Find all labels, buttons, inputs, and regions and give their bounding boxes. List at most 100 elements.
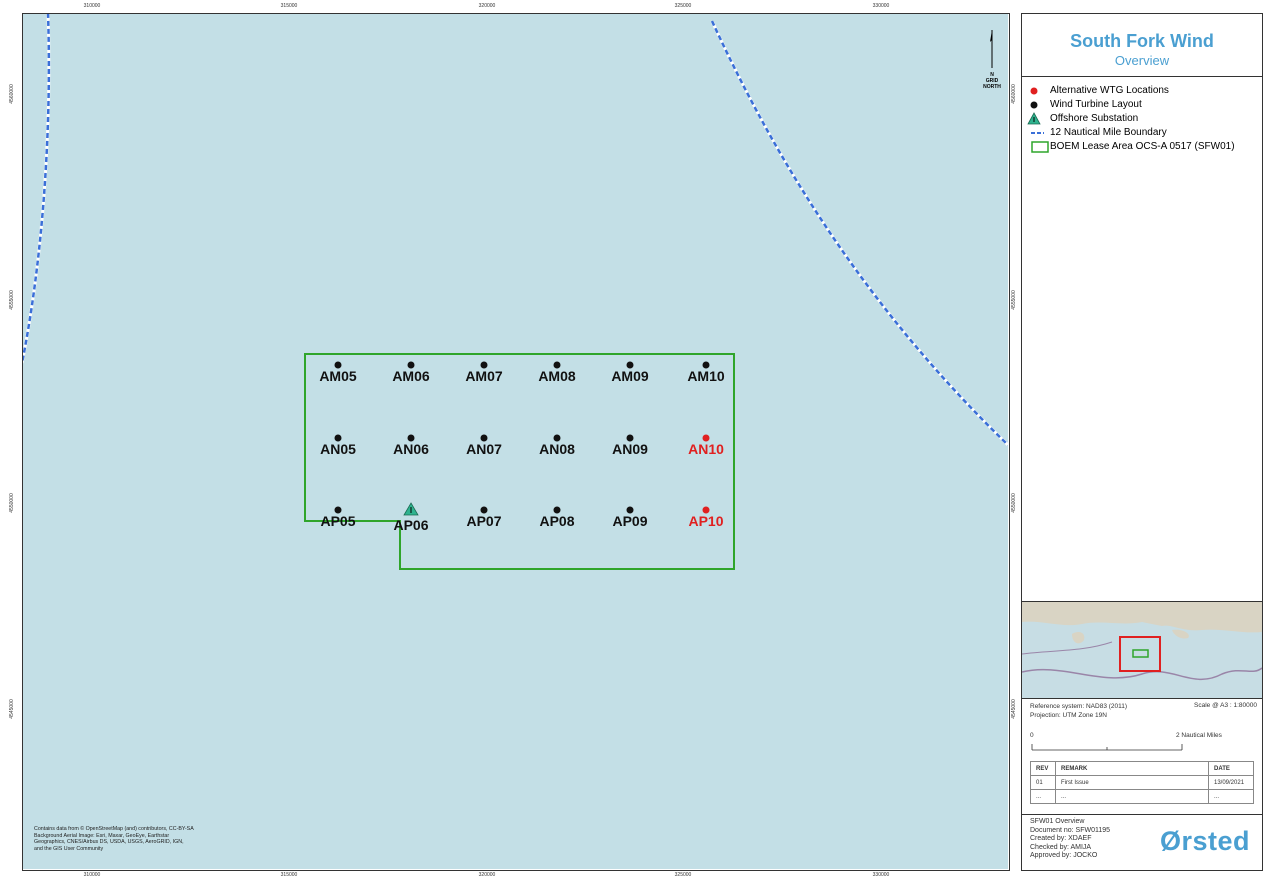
legend-panel: South Fork Wind Overview Alternative WTG…: [1021, 13, 1263, 871]
remark-cell: First Issue: [1055, 775, 1209, 790]
rev-cell: ...: [1030, 789, 1056, 804]
turbine-label: AN09: [612, 441, 648, 457]
attribution-line: Geographics, CNES/Airbus DS, USDA, USGS,…: [34, 839, 184, 845]
inset-lease-area: [1132, 649, 1149, 658]
easting-tick-bottom: 315000: [280, 872, 298, 878]
turbine-label: AP07: [466, 513, 501, 529]
easting-tick-bottom: 330000: [872, 872, 890, 878]
turbine-marker[interactable]: [480, 434, 488, 442]
footer-divider: [1022, 814, 1262, 815]
map-frame: [22, 13, 1010, 871]
legend-label: BOEM Lease Area OCS-A 0517 (SFW01): [1050, 141, 1235, 152]
scale-bar: 0 2 Nautical Miles: [1030, 732, 1255, 756]
reference-system: Reference system: NAD83 (2011): [1030, 703, 1128, 710]
inset-nm-arc: [1022, 667, 1262, 680]
alternative-wtg-marker[interactable]: [702, 434, 710, 442]
legend-label: Alternative WTG Locations: [1050, 85, 1169, 96]
orsted-logo: Ørsted: [1160, 826, 1251, 856]
substation-triangle-icon: [1027, 112, 1041, 125]
north-label: N: [990, 72, 994, 78]
green-box-icon: [1031, 141, 1049, 153]
remark-cell: ...: [1055, 789, 1209, 804]
turbine-marker[interactable]: [553, 361, 561, 369]
scale-text: Scale @ A3 : 1:80000: [1194, 702, 1257, 709]
doc-checked: Checked by: AMIJA: [1030, 843, 1092, 851]
date-cell: ...: [1208, 789, 1254, 804]
title-block: South Fork Wind Overview: [1022, 14, 1262, 77]
table-row: ... ... ...: [1030, 789, 1254, 804]
legend-item-lease-area: BOEM Lease Area OCS-A 0517 (SFW01): [1022, 140, 1262, 154]
turbine-label: AP05: [320, 513, 355, 529]
northing-tick-right: 4545000: [1011, 699, 1017, 719]
legend: Alternative WTG Locations Wind Turbine L…: [1022, 84, 1262, 154]
attribution-line: Contains data from © OpenStreetMap (and)…: [34, 826, 194, 832]
legend-item-substation: Offshore Substation: [1022, 112, 1262, 126]
doc-created: Created by: XDAEF: [1030, 835, 1092, 842]
remark-header: REMARK: [1055, 761, 1209, 776]
turbine-label: AM09: [611, 368, 649, 384]
north-arrow: N GRID NORTH: [977, 28, 1007, 90]
turbine-label: AM10: [687, 368, 725, 384]
blue-dash-icon: [1031, 132, 1044, 134]
northing-tick-left: 4555000: [9, 290, 15, 310]
turbine-label: AM06: [392, 368, 430, 384]
legend-item-nm-boundary: 12 Nautical Mile Boundary: [1022, 126, 1262, 140]
turbine-label: AN06: [393, 441, 429, 457]
inset-island: [1172, 629, 1189, 639]
north-line2: NORTH: [983, 84, 1001, 90]
revision-table: REV REMARK DATE 01 First Issue 13/09/202…: [1030, 761, 1254, 804]
easting-tick-top: 315000: [280, 3, 298, 9]
easting-tick-bottom: 325000: [674, 872, 692, 878]
northing-tick-right: 4550000: [1011, 493, 1017, 513]
overview-inset-map: [1022, 601, 1262, 699]
attribution-line: Background Aerial Image: Esri, Maxar, Ge…: [34, 832, 170, 839]
map-subtitle: Overview: [1114, 53, 1170, 68]
legend-item-turbine: Wind Turbine Layout: [1022, 98, 1262, 112]
turbine-marker[interactable]: [626, 361, 634, 369]
turbine-marker[interactable]: [334, 434, 342, 442]
nm-boundary-left: [22, 13, 51, 364]
turbine-marker[interactable]: [553, 506, 561, 514]
turbine-marker[interactable]: [480, 506, 488, 514]
turbine-marker[interactable]: [480, 361, 488, 369]
northing-tick-left: 4545000: [9, 699, 15, 719]
easting-tick-top: 320000: [478, 3, 496, 9]
legend-label: Offshore Substation: [1050, 113, 1139, 124]
turbine-label: AN10: [688, 441, 724, 457]
north-line1: GRID: [985, 78, 999, 84]
easting-tick-top: 330000: [872, 3, 890, 9]
map-attribution: Contains data from © OpenStreetMap (and)…: [34, 826, 194, 852]
easting-tick-bottom: 310000: [83, 872, 101, 878]
north-arrow-icon: [990, 30, 993, 68]
turbine-marker[interactable]: [626, 434, 634, 442]
northing-tick-left: 4560000: [9, 84, 15, 104]
alternative-wtg-marker[interactable]: [702, 506, 710, 514]
inset-extent-box: [1119, 636, 1161, 672]
northing-tick-left: 4550000: [9, 493, 15, 513]
turbine-marker[interactable]: [702, 361, 710, 369]
turbine-marker[interactable]: [626, 506, 634, 514]
red-dot-icon: [1030, 87, 1038, 95]
projection-info: Reference system: NAD83 (2011) Projectio…: [1030, 702, 1127, 720]
black-dot-icon: [1030, 101, 1038, 109]
turbine-label: AN08: [539, 441, 575, 457]
turbine-marker[interactable]: [334, 506, 342, 514]
turbine-label: AN05: [320, 441, 356, 457]
turbine-marker[interactable]: [334, 361, 342, 369]
turbine-marker[interactable]: [407, 434, 415, 442]
northing-tick-right: 4555000: [1011, 290, 1017, 310]
turbine-label: AP06: [393, 517, 428, 533]
date-header: DATE: [1208, 761, 1254, 776]
inset-coastline: [1022, 602, 1262, 633]
scale-bar-end: 2 Nautical Miles: [1176, 732, 1222, 739]
turbine-label: AM08: [538, 368, 576, 384]
inset-island: [1072, 632, 1085, 644]
nm-boundary-right-dash: [710, 20, 1008, 446]
turbine-marker[interactable]: [553, 434, 561, 442]
legend-label: 12 Nautical Mile Boundary: [1050, 127, 1167, 138]
turbine-marker[interactable]: [407, 361, 415, 369]
legend-item-alternative: Alternative WTG Locations: [1022, 84, 1262, 98]
